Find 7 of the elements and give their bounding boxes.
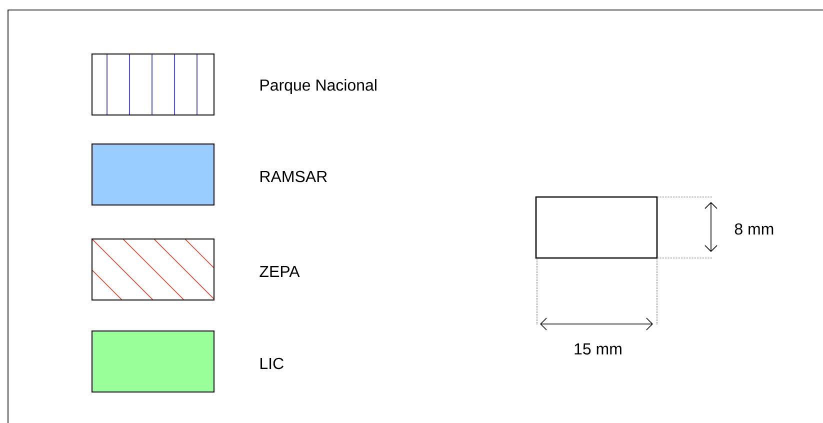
legend-label: RAMSAR (260, 170, 327, 182)
legend-label: Parque Nacional (260, 79, 376, 94)
legend-label: LIC (260, 358, 284, 370)
sample-rectangle (535, 196, 658, 259)
dimension-label: 15 mm (574, 343, 622, 355)
dimension-label: 8 mm (734, 223, 774, 235)
legend-label: ZEPA (260, 266, 300, 277)
